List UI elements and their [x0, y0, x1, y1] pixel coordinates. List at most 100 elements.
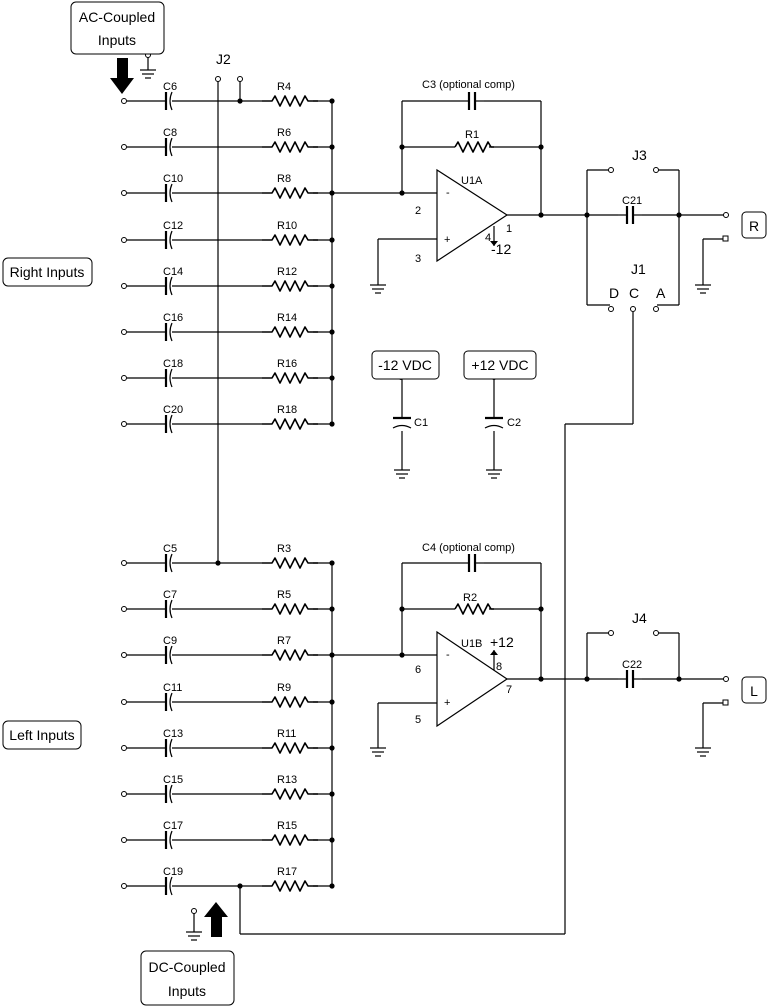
u1a-minus-sign: - — [446, 187, 450, 199]
right-res-label: R18 — [277, 404, 297, 416]
left-cap-label: C5 — [163, 543, 177, 555]
capacitor-symbol — [164, 137, 173, 157]
output-l-box: L — [741, 676, 767, 704]
resistor-symbol — [262, 95, 318, 107]
u1b-label: U1B — [461, 638, 482, 650]
resistor-symbol — [262, 834, 318, 846]
left-inputs-box: Left Inputs — [2, 720, 82, 750]
capacitor-symbol — [164, 368, 173, 388]
left-cap-label: C17 — [163, 820, 183, 832]
ground-icon — [394, 469, 410, 479]
bus-junction — [329, 98, 335, 104]
capacitor-symbol — [164, 553, 173, 573]
capacitor-symbol — [164, 830, 173, 850]
right-input-jack[interactable] — [121, 190, 127, 196]
resistor-symbol — [262, 280, 318, 292]
labels: C3 (optional comp) R1 C4 (optional comp)… — [216, 51, 666, 671]
right-res-label: R4 — [277, 81, 291, 93]
bus-junction — [329, 652, 335, 658]
output-r-box: R — [741, 211, 767, 239]
left-res-label: R9 — [277, 682, 291, 694]
bus-junction — [329, 606, 335, 612]
left-res-label: R7 — [277, 635, 291, 647]
right-res-label: R8 — [277, 173, 291, 185]
right-input-jack[interactable] — [121, 329, 127, 335]
capacitor-symbol — [164, 414, 173, 434]
left-cap-label: C11 — [163, 682, 182, 694]
left-res-label: R11 — [277, 728, 296, 740]
capacitor-symbol — [164, 738, 173, 758]
right-input-row: C16 R14 — [121, 312, 335, 342]
left-input-jack[interactable] — [121, 606, 127, 612]
right-input-jack[interactable] — [121, 283, 127, 289]
bus-junction — [329, 745, 335, 751]
neg-supply-box: -12 VDC — [371, 350, 440, 380]
c1-label: C1 — [414, 417, 428, 429]
j3-label: J3 — [632, 147, 647, 163]
dc-coupled-box: DC-Coupled Inputs — [140, 950, 235, 1006]
u1a-pin-2: 2 — [415, 205, 421, 217]
left-input-jack[interactable] — [121, 652, 127, 658]
right-input-jack[interactable] — [121, 237, 127, 243]
dc-coupled-line2: Inputs — [168, 983, 206, 999]
c21-label: C21 — [622, 195, 642, 207]
u1b-pin-6: 6 — [415, 664, 421, 676]
right-input-jack[interactable] — [121, 421, 127, 427]
ground-icon — [695, 747, 711, 757]
dc-coupled-line1: DC-Coupled — [148, 959, 225, 975]
left-input-jack[interactable] — [121, 699, 127, 705]
right-res-label: R14 — [277, 312, 297, 324]
j4-label: J4 — [632, 610, 647, 626]
u1b-supply-arrow — [490, 650, 498, 655]
j2-label: J2 — [216, 51, 231, 67]
capacitor-symbol — [164, 599, 173, 619]
bus-junction — [329, 190, 335, 196]
left-input-jack[interactable] — [121, 745, 127, 751]
right-cap-label: C10 — [163, 173, 183, 185]
left-cap-label: C15 — [163, 774, 183, 786]
junctions — [215, 98, 682, 889]
c3-label: C3 (optional comp) — [422, 79, 515, 91]
right-input-jack[interactable] — [121, 98, 127, 104]
left-inputs-label: Left Inputs — [9, 727, 74, 743]
resistor-symbol — [262, 557, 318, 569]
left-input-jack[interactable] — [121, 837, 127, 843]
u1a-pin-1: 1 — [506, 223, 512, 235]
feedback-resistors — [454, 141, 494, 615]
bus-junction — [329, 699, 335, 705]
capacitor-symbol — [164, 692, 173, 712]
right-input-row: C10 R8 — [121, 173, 335, 203]
left-input-jack[interactable] — [121, 560, 127, 566]
grounds — [140, 69, 711, 941]
u1a-supply-label: -12 — [491, 241, 511, 257]
r2-label: R2 — [463, 592, 477, 604]
right-input-jack[interactable] — [121, 375, 127, 381]
u1b-pin-7: 7 — [506, 684, 512, 696]
left-cap-label: C9 — [163, 635, 177, 647]
capacitor-symbol — [164, 183, 173, 203]
right-inputs-box: Right Inputs — [2, 257, 93, 287]
left-res-label: R17 — [277, 866, 297, 878]
right-cap-label: C16 — [163, 312, 183, 324]
right-res-label: R12 — [277, 266, 297, 278]
u1b-pin-5: 5 — [415, 714, 421, 726]
right-input-jack[interactable] — [121, 144, 127, 150]
left-input-jack[interactable] — [121, 791, 127, 797]
u1a-plus-sign: + — [444, 234, 450, 246]
left-input-jack[interactable] — [121, 883, 127, 889]
output-l-label: L — [750, 683, 758, 699]
capacitor-symbol — [164, 322, 173, 342]
u1a-label: U1A — [461, 175, 483, 187]
bus-junction — [329, 144, 335, 150]
right-res-label: R6 — [277, 127, 291, 139]
wiring — [147, 57, 726, 935]
